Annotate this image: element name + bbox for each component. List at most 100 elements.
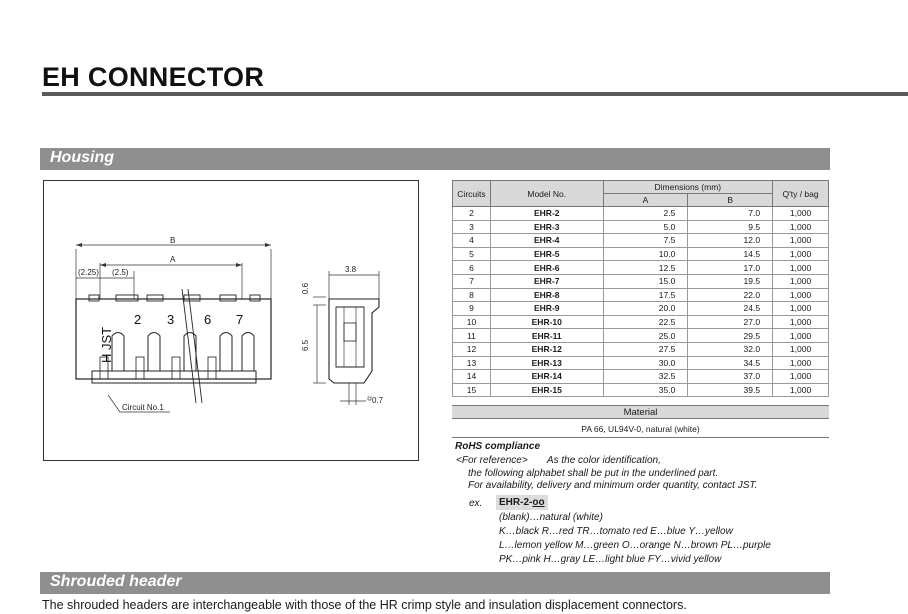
dim-b-cell: 27.0 <box>687 314 774 330</box>
color-code-line: K…black R…red TR…tomato red E…blue Y…yel… <box>499 526 733 537</box>
qty-cell: 1,000 <box>772 355 829 371</box>
reference-line-3: For availability, delivery and minimum o… <box>468 480 758 491</box>
dim-b-cell: 29.5 <box>687 328 774 343</box>
qty-cell: 1,000 <box>772 341 829 357</box>
model-cell: EHR-9 <box>489 301 604 316</box>
dim-25-label: (2.5) <box>112 268 129 277</box>
dim-a-cell: 5.0 <box>602 219 689 235</box>
reference-prefix: <For reference> <box>456 455 528 466</box>
housing-drawing-svg: B A (2.25) (2.5) <box>75 236 384 413</box>
model-cell: EHR-6 <box>489 260 604 275</box>
housing-drawing: B A (2.25) (2.5) <box>43 180 419 461</box>
housing-spec-table: Circuits Model No. Dimensions (mm) Q'ty … <box>452 180 829 398</box>
dim-b-cell: 7.0 <box>687 206 774 221</box>
dim-a-cell: 30.0 <box>602 355 689 371</box>
shrouded-section-title: Shrouded header <box>50 573 182 590</box>
model-cell: EHR-8 <box>489 287 604 303</box>
dim-a-cell: 7.5 <box>602 233 689 248</box>
model-cell: EHR-14 <box>489 369 604 384</box>
circuits-cell: 4 <box>452 233 491 248</box>
model-cell: EHR-7 <box>489 273 604 289</box>
dim-b-cell: 17.0 <box>687 260 774 275</box>
col-model-header: Model No. <box>489 180 604 207</box>
circuits-cell: 10 <box>452 314 491 330</box>
side-dim-65: 6.5 <box>301 339 310 351</box>
col-b-header: B <box>687 193 774 207</box>
material-header: Material <box>452 405 829 419</box>
material-value: PA 66, UL94V-0, natural (white) <box>452 421 829 438</box>
model-cell: EHR-10 <box>489 314 604 330</box>
model-cell: EHR-5 <box>489 246 604 262</box>
dim-b-cell: 32.0 <box>687 341 774 357</box>
circuits-cell: 11 <box>452 328 491 343</box>
circuits-cell: 6 <box>452 260 491 275</box>
model-cell: EHR-13 <box>489 355 604 371</box>
shrouded-description: The shrouded headers are interchangeable… <box>42 598 687 612</box>
model-cell: EHR-15 <box>489 382 604 398</box>
pin-label-2: 2 <box>134 312 141 327</box>
dim-a-cell: 12.5 <box>602 260 689 275</box>
model-cell: EHR-2 <box>489 206 604 221</box>
title-rule <box>42 92 908 96</box>
model-cell: EHR-12 <box>489 341 604 357</box>
circuits-cell: 15 <box>452 382 491 398</box>
qty-cell: 1,000 <box>772 382 829 398</box>
circuits-cell: 8 <box>452 287 491 303</box>
qty-cell: 1,000 <box>772 301 829 316</box>
color-code-line: (blank)…natural (white) <box>499 512 603 523</box>
housing-section-header: Housing <box>40 148 830 170</box>
pin-label-3: 3 <box>167 312 174 327</box>
housing-section-title: Housing <box>50 149 114 166</box>
dim-a-cell: 15.0 <box>602 273 689 289</box>
color-code-line: L…lemon yellow M…green O…orange N…brown … <box>499 540 771 551</box>
dim-a-cell: 2.5 <box>602 206 689 221</box>
col-a-header: A <box>602 193 689 207</box>
qty-cell: 1,000 <box>772 260 829 275</box>
side-dim-07: 0.7 <box>372 396 384 405</box>
dim-a-cell: 20.0 <box>602 301 689 316</box>
qty-cell: 1,000 <box>772 219 829 235</box>
side-dim-38: 3.8 <box>345 265 357 274</box>
qty-cell: 1,000 <box>772 328 829 343</box>
dim-a-label: A <box>170 255 176 264</box>
dim-b-cell: 24.5 <box>687 301 774 316</box>
dim-a-cell: 17.5 <box>602 287 689 303</box>
circuit-no-label: Circuit No.1 <box>122 403 164 412</box>
dim-a-cell: 32.5 <box>602 369 689 384</box>
reference-line: <For reference> As the color identificat… <box>456 455 661 466</box>
qty-cell: 1,000 <box>772 314 829 330</box>
dim-a-cell: 25.0 <box>602 328 689 343</box>
col-qty-header: Q'ty / bag <box>772 180 829 207</box>
model-cell: EHR-3 <box>489 219 604 235</box>
model-cell: EHR-11 <box>489 328 604 343</box>
dim-225-label: (2.25) <box>78 268 99 277</box>
dim-a-cell: 35.0 <box>602 382 689 398</box>
pin-label-6: 6 <box>204 312 211 327</box>
circuits-cell: 3 <box>452 219 491 235</box>
qty-cell: 1,000 <box>772 369 829 384</box>
dim-b-cell: 14.5 <box>687 246 774 262</box>
qty-cell: 1,000 <box>772 246 829 262</box>
reference-text: As the color identification, <box>546 455 661 466</box>
circuits-cell: 12 <box>452 341 491 357</box>
dim-a-cell: 10.0 <box>602 246 689 262</box>
col-circuits-header: Circuits <box>452 180 491 207</box>
qty-cell: 1,000 <box>772 206 829 221</box>
circuits-cell: 14 <box>452 369 491 384</box>
brand-text: H JST <box>99 327 114 363</box>
col-dimensions-header: Dimensions (mm) <box>602 180 774 194</box>
shrouded-header-section: Shrouded header <box>40 572 830 594</box>
example-code-base: EHR-2- <box>499 497 533 508</box>
circuits-cell: 13 <box>452 355 491 371</box>
